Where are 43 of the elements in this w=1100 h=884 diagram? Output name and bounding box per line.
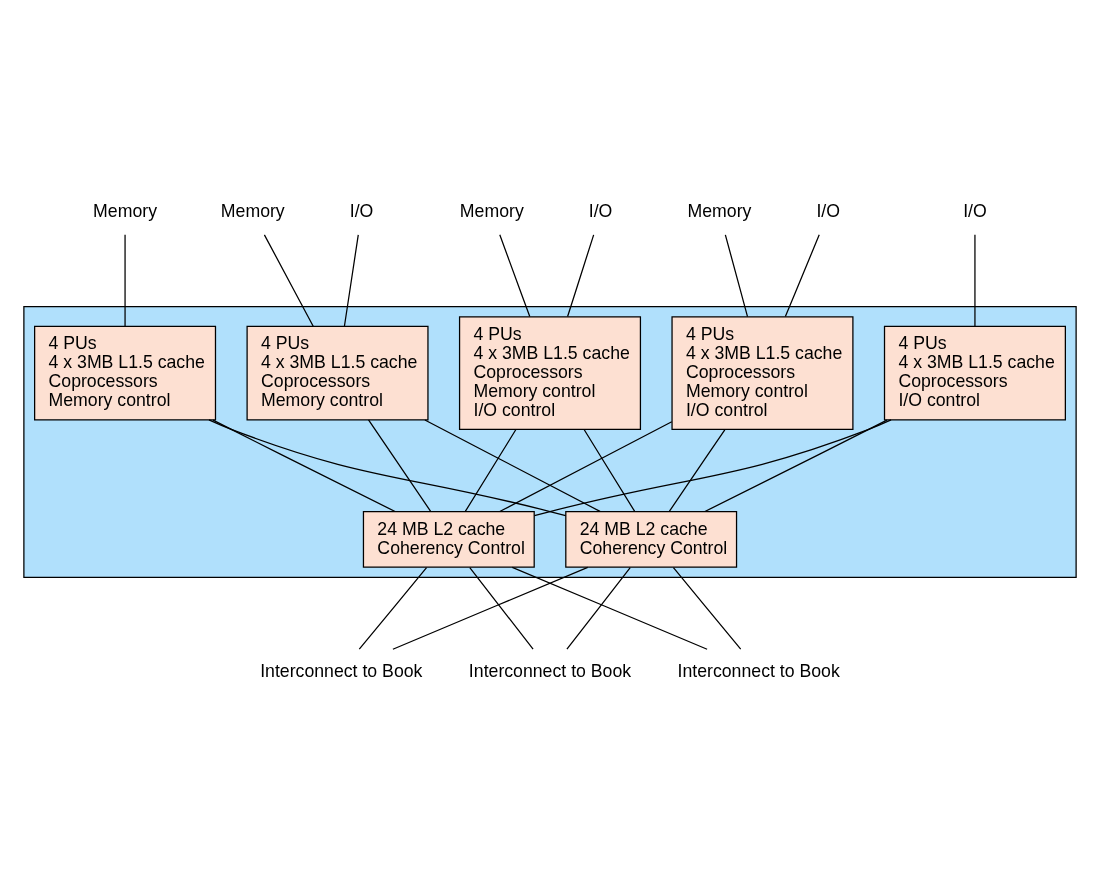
connector — [974, 234, 976, 327]
connector — [499, 234, 531, 318]
connector — [392, 566, 589, 650]
node-text: Memory — [687, 200, 752, 221]
node-text: Interconnect to Book — [260, 660, 423, 681]
connector — [124, 234, 126, 327]
node-text: Memory — [93, 200, 157, 221]
node-box: 4 PUs 4 x 3MB L1.5 cache Coprocessors I/O control — [883, 325, 1066, 421]
node-text: I/O — [963, 200, 987, 221]
connector — [469, 567, 534, 650]
connector — [583, 429, 636, 512]
node-box: 4 PUs 4 x 3MB L1.5 cache Coprocessors Memory control — [34, 325, 217, 421]
connector — [511, 566, 708, 650]
node-box: 24 MB L2 cache Coherency Control — [362, 510, 535, 568]
node-box: 4 PUs 4 x 3MB L1.5 cache Coprocessors Memory control — [246, 325, 429, 421]
node-text: Memory — [220, 200, 285, 221]
connector — [784, 234, 820, 318]
connector — [367, 419, 432, 512]
node-box: 4 PUs 4 x 3MB L1.5 cache Coprocessors Memory control I/O control — [458, 316, 642, 430]
connector — [263, 234, 314, 327]
connector — [208, 419, 567, 517]
connector — [424, 419, 601, 512]
connector — [464, 429, 517, 512]
node-box: 24 MB L2 cache Coherency Control — [565, 510, 738, 568]
connector — [212, 419, 396, 513]
connector — [566, 234, 595, 318]
connector — [499, 421, 673, 513]
node-text: Interconnect to Book — [677, 660, 840, 681]
connector — [533, 419, 892, 517]
connector — [668, 429, 726, 512]
connector — [724, 234, 749, 318]
node-text: Memory — [459, 200, 524, 221]
connector — [672, 567, 742, 650]
connector — [566, 567, 631, 650]
connector — [358, 567, 428, 650]
node-text: Interconnect to Book — [468, 660, 632, 681]
connector — [704, 419, 888, 513]
node-text: I/O — [816, 200, 841, 221]
node-box: 4 PUs 4 x 3MB L1.5 cache Coprocessors Memory control I/O control — [671, 316, 854, 430]
connector — [343, 234, 359, 327]
node-text: I/O — [349, 200, 374, 221]
cluster — [23, 306, 1077, 578]
node-text: I/O — [588, 200, 613, 221]
